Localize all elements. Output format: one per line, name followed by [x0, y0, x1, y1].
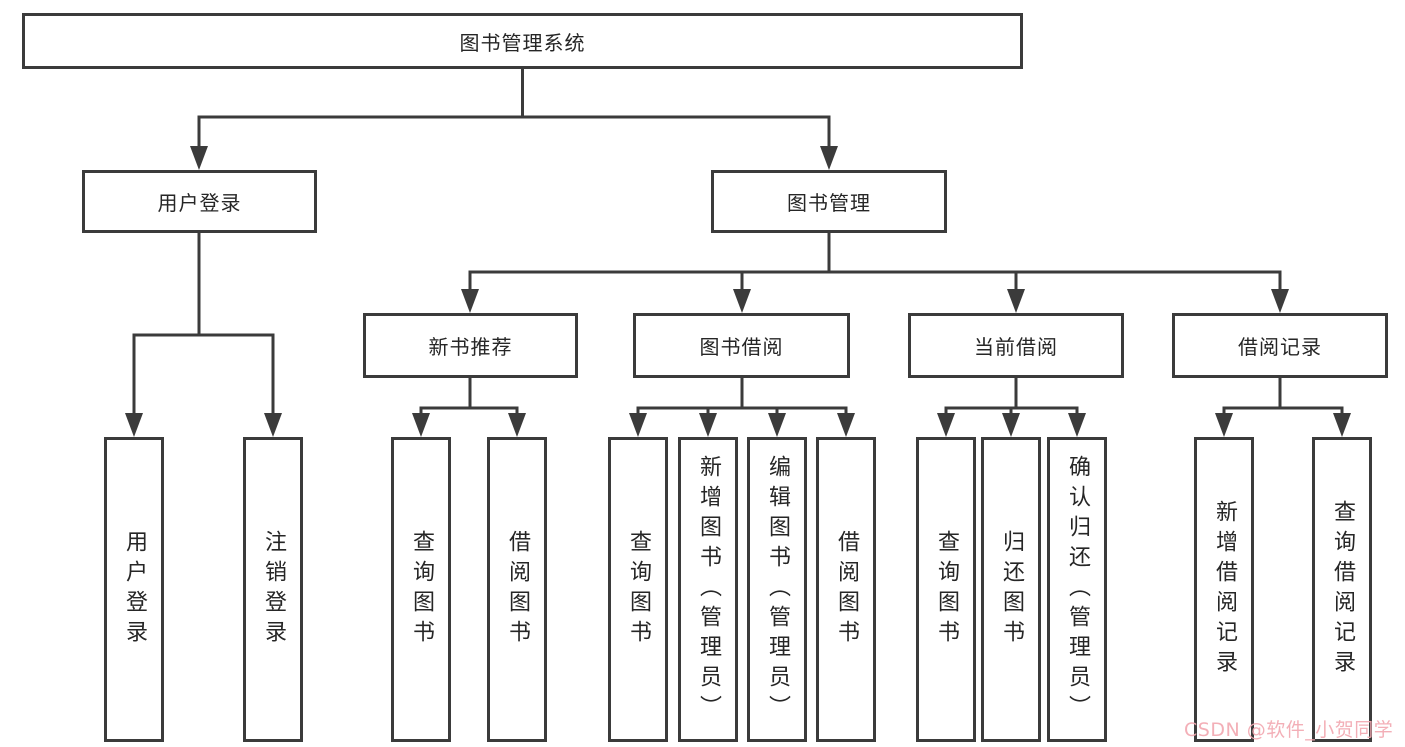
arrow-icon — [125, 413, 143, 437]
connector-borrow-group — [636, 376, 848, 418]
connector-userlogin-group — [132, 231, 275, 418]
connector-newrec-group — [419, 376, 519, 418]
node-current-borrow: 当前借阅 — [908, 313, 1124, 378]
arrow-icon — [733, 289, 751, 313]
arrow-icon — [1215, 413, 1233, 437]
leaf-user-login: 用户登录 — [104, 437, 164, 742]
arrow-icon — [1068, 413, 1086, 437]
arrowheads — [125, 146, 1351, 437]
node-book-borrow: 图书借阅 — [633, 313, 850, 378]
arrow-icon — [937, 413, 955, 437]
arrow-icon — [461, 289, 479, 313]
csdn-watermark: CSDN @软件_小贺同学 — [1184, 719, 1394, 741]
node-root-system: 图书管理系统 — [22, 13, 1023, 69]
arrow-icon — [820, 146, 838, 170]
connector-current-group — [944, 376, 1079, 418]
leaf-query-borrow-record: 查询借阅记录 — [1312, 437, 1372, 742]
leaf-confirm-return-admin: 确认归还（管理员） — [1047, 437, 1107, 742]
leaf-return-book: 归还图书 — [981, 437, 1041, 742]
arrow-icon — [1271, 289, 1289, 313]
node-book-management: 图书管理 — [711, 170, 947, 233]
leaf-query-book-rec: 查询图书 — [391, 437, 451, 742]
connector-record-group — [1222, 376, 1344, 418]
connector-bookmgmt-to-level3 — [468, 231, 1282, 294]
arrow-icon — [1007, 289, 1025, 313]
leaf-borrow-book: 借阅图书 — [816, 437, 876, 742]
leaf-add-borrow-record: 新增借阅记录 — [1194, 437, 1254, 742]
arrow-icon — [412, 413, 430, 437]
leaf-edit-book-admin: 编辑图书（管理员） — [747, 437, 807, 742]
arrow-icon — [768, 413, 786, 437]
arrow-icon — [508, 413, 526, 437]
node-new-book-recommend: 新书推荐 — [363, 313, 578, 378]
leaf-borrow-book-rec: 借阅图书 — [487, 437, 547, 742]
node-borrow-record: 借阅记录 — [1172, 313, 1388, 378]
leaf-add-book-admin: 新增图书（管理员） — [678, 437, 738, 742]
leaf-query-book-current: 查询图书 — [916, 437, 976, 742]
leaf-query-book-borrow: 查询图书 — [608, 437, 668, 742]
connector-root-to-level2 — [197, 67, 831, 152]
arrow-icon — [1002, 413, 1020, 437]
leaf-logout: 注销登录 — [243, 437, 303, 742]
arrow-icon — [190, 146, 208, 170]
node-user-login: 用户登录 — [82, 170, 317, 233]
arrow-icon — [837, 413, 855, 437]
arrow-icon — [629, 413, 647, 437]
arrow-icon — [699, 413, 717, 437]
arrow-icon — [1333, 413, 1351, 437]
arrow-icon — [264, 413, 282, 437]
